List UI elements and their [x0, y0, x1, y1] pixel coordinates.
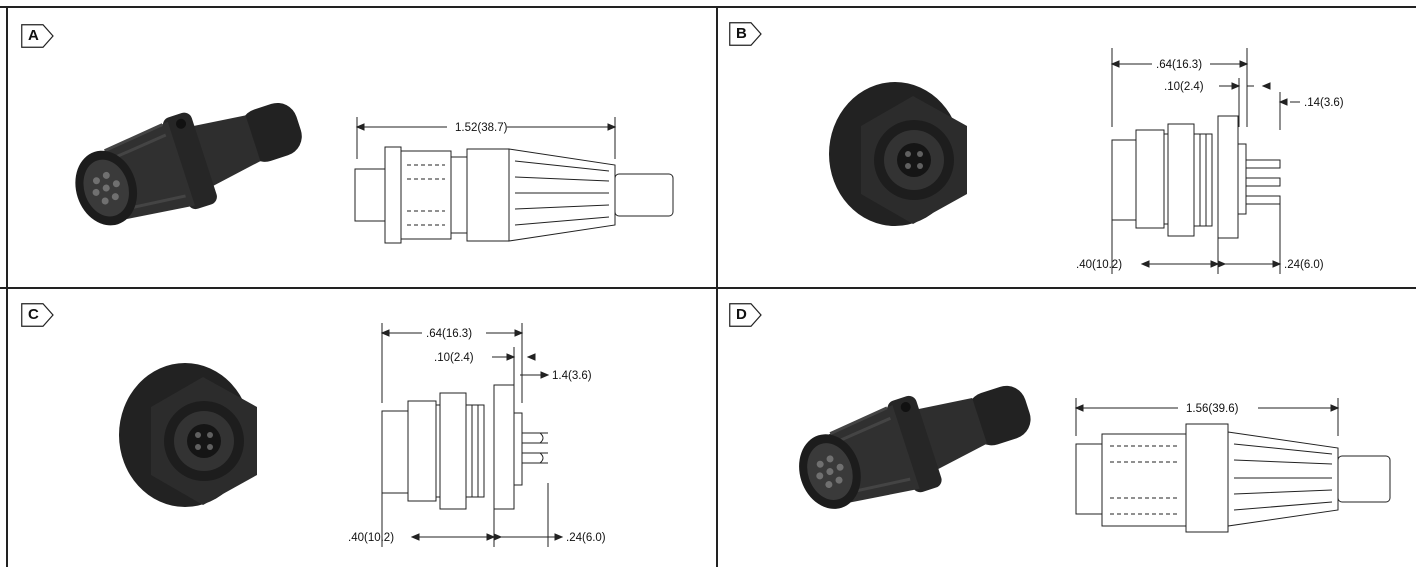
panel-a-overall-dim: 1.52(38.7) [455, 122, 508, 134]
panel-a-label: A [21, 24, 55, 48]
panel-b-rear-dim: .24(6.0) [1284, 259, 1324, 271]
panel-b-photo [829, 82, 967, 226]
panel-b-length-dim: .64(16.3) [1156, 59, 1202, 71]
panel-d-overall-dim: 1.56(39.6) [1186, 403, 1239, 415]
panel-c-drawing: .64(16.3) .10(2.4) 1.4(3.6) .40(10.2) .2… [348, 323, 606, 547]
panel-c-length-dim: .64(16.3) [426, 328, 472, 340]
panel-c-front-dim: .40(10.2) [348, 532, 394, 544]
panel-a-photo [75, 102, 302, 226]
panel-d-drawing: 1.56(39.6) [1074, 398, 1391, 533]
panel-c: C .64( [7, 288, 716, 567]
panel-d-label: D [729, 303, 763, 327]
panel-c-label: C [21, 303, 55, 327]
grid-line-top [0, 6, 1416, 8]
panel-d: D 1.56(39. [717, 288, 1416, 567]
grid-line-left [6, 6, 8, 567]
panel-a-drawing: 1.52(38.7) [354, 117, 674, 244]
panel-b-label: B [729, 22, 763, 46]
grid-line-middle [0, 287, 1416, 289]
panel-c-flange-dim: .10(2.4) [434, 352, 474, 364]
panel-b-flange-dim: .10(2.4) [1164, 81, 1204, 93]
panel-b: B [717, 7, 1416, 287]
grid-line-center [716, 6, 718, 567]
panel-b-pin-dim: .14(3.6) [1304, 97, 1344, 109]
panel-a: A [7, 7, 716, 287]
panel-c-pin-dim: 1.4(3.6) [552, 370, 592, 382]
panel-c-photo [119, 363, 257, 507]
panel-d-photo [799, 385, 1031, 509]
panel-c-rear-dim: .24(6.0) [566, 532, 606, 544]
panel-b-front-dim: .40(10.2) [1076, 259, 1122, 271]
panel-b-drawing: .64(16.3) .10(2.4) .14(3.6) .40(10.2) .2… [1076, 48, 1344, 274]
